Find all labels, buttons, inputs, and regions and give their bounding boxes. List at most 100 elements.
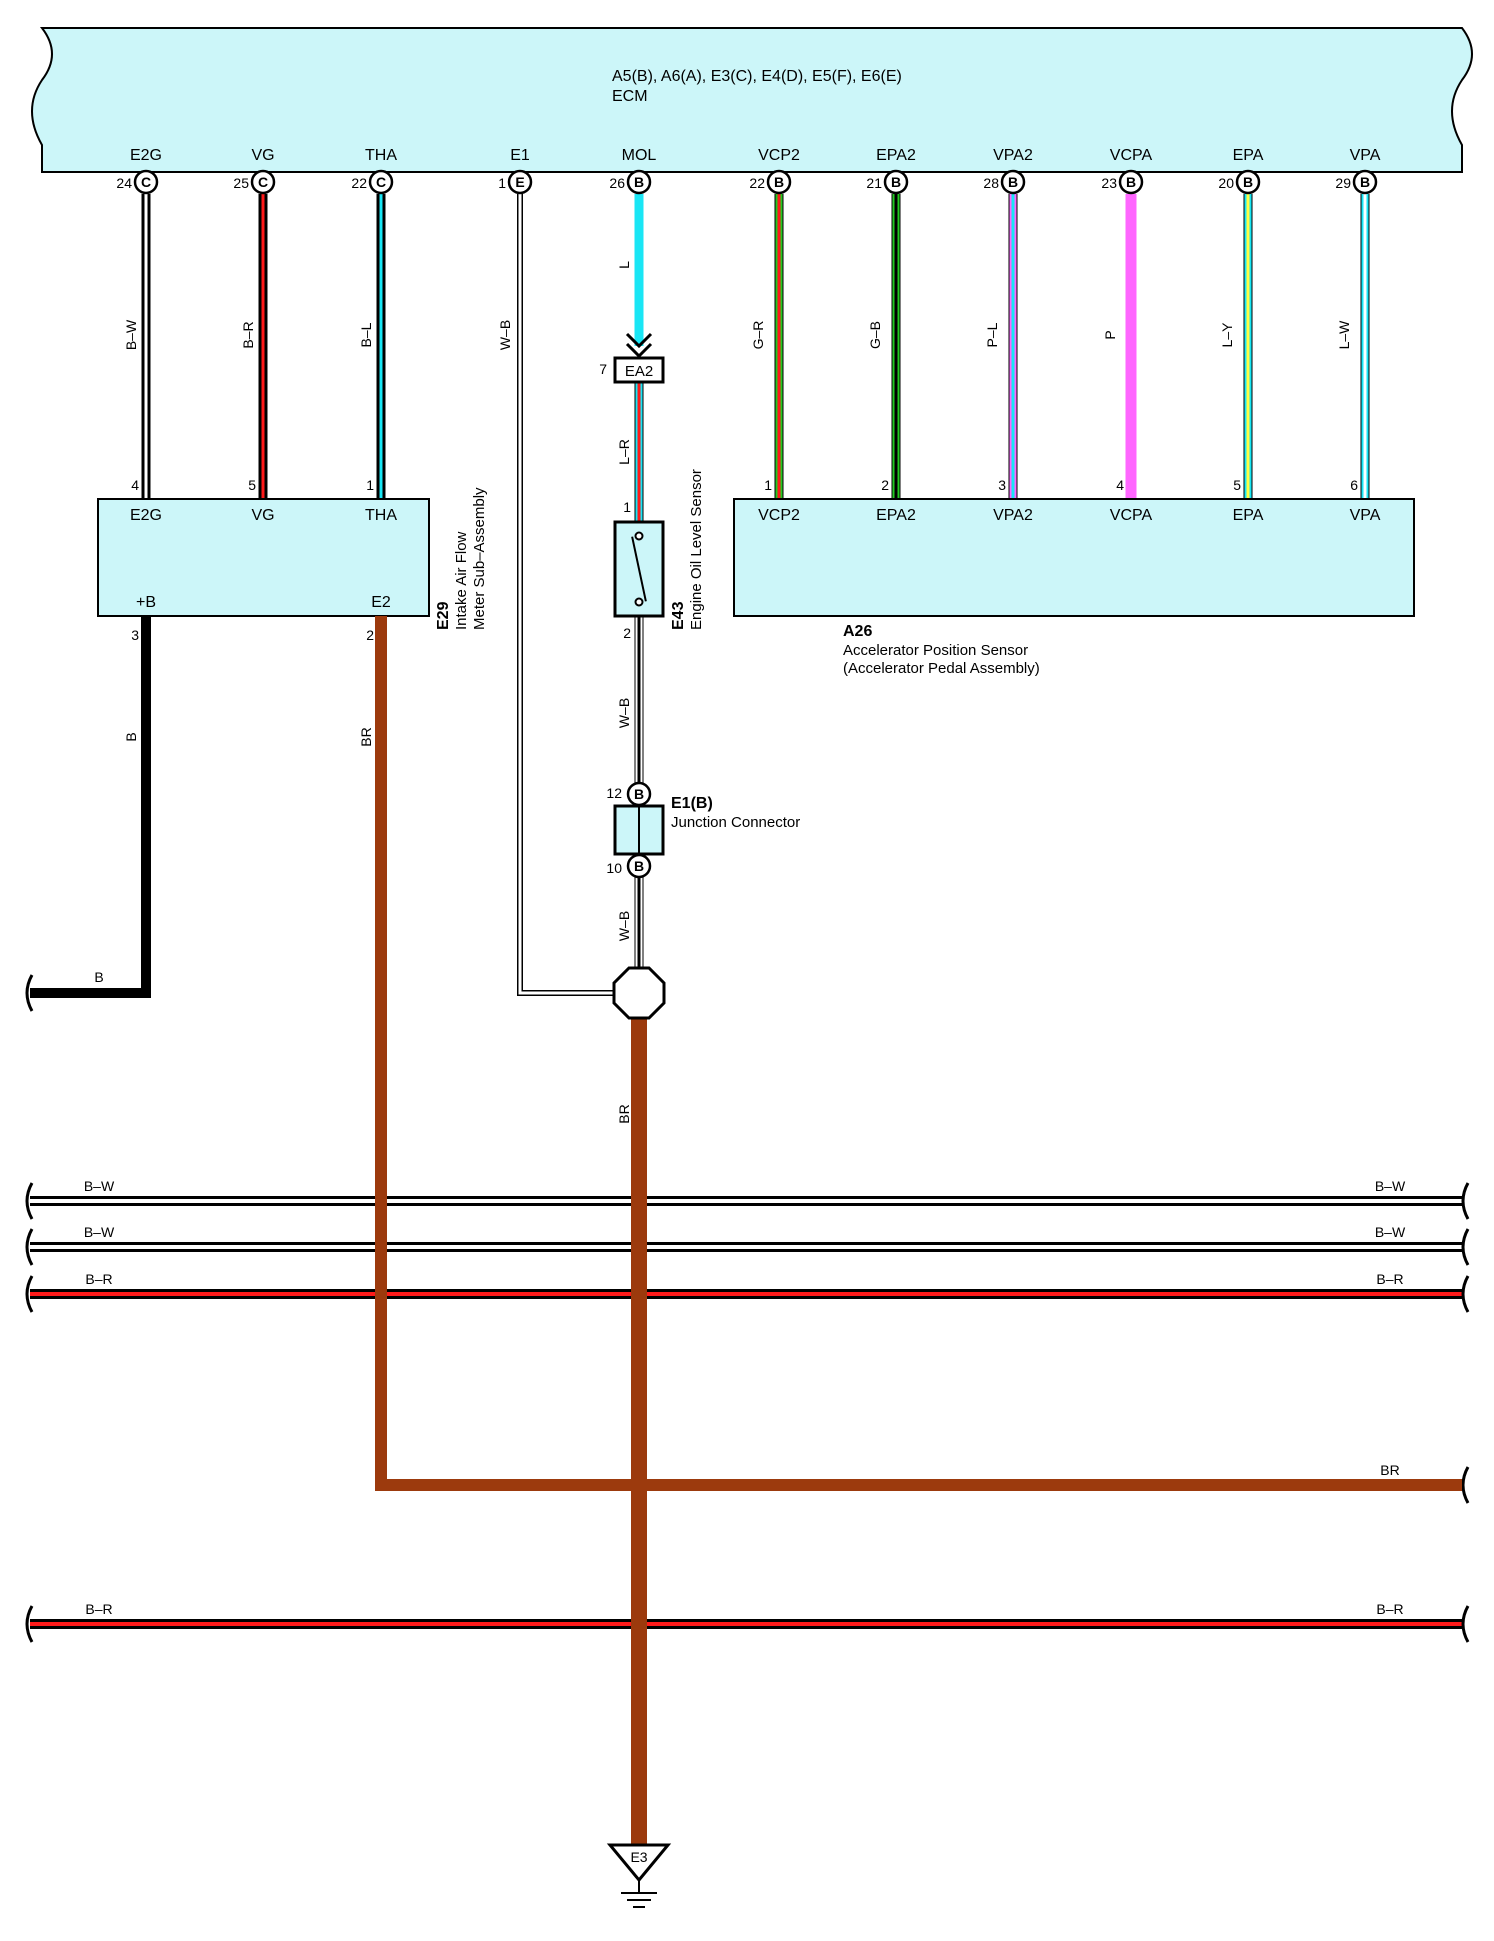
passthrough-0-label-right: B–W <box>1375 1178 1406 1194</box>
passthrough-1-label-left: B–W <box>84 1224 115 1240</box>
a26-pin-num-4: 4 <box>1116 477 1124 493</box>
ecm-pin-label-tha: THA <box>365 147 397 164</box>
ecm-title: A5(B), A6(A), E3(C), E4(D), E5(F), E6(E) <box>612 68 902 85</box>
a26-code: A26 <box>843 623 872 640</box>
ecm-pin-label-vpa2: VPA2 <box>993 147 1033 164</box>
ecm-pin-num-epa2: 21 <box>866 175 882 191</box>
e1b-pin-10-circle <box>626 853 652 879</box>
ecm-pin-mol-circle <box>626 169 652 195</box>
a26-pin-label-vcp2: VCP2 <box>758 507 800 524</box>
wire-label-vg: B–R <box>240 321 256 348</box>
ground-e3: E3 <box>606 1843 672 1908</box>
e29-pin-label-e2: E2 <box>371 594 391 611</box>
passthrough-1-break-left <box>25 1228 34 1266</box>
ea2-arrow-2 <box>625 342 653 359</box>
passthrough-2-label-left: B–R <box>85 1271 112 1287</box>
wire-label-e1: W–B <box>497 320 513 350</box>
ecm-pin-label-vpa: VPA <box>1350 147 1381 164</box>
e29-pin-num-2: 2 <box>366 627 374 643</box>
ecm-pin-num-mol: 26 <box>609 175 625 191</box>
ecm-pin-vg-letter: C <box>258 174 268 190</box>
wire-label-tha-group: B–L <box>358 322 374 347</box>
ecm-name: ECM <box>612 88 648 105</box>
e43-switch-arm <box>631 536 647 602</box>
a26-desc-line1: Accelerator Position Sensor <box>843 642 1028 659</box>
wire-label-ea2-lr: L–R <box>616 439 632 465</box>
passthrough-0-break-left <box>25 1182 34 1220</box>
passthrough-3-break-right <box>1461 1466 1470 1504</box>
a26-pin-num-2: 2 <box>881 477 889 493</box>
e29-pin-label-vg: VG <box>251 507 274 524</box>
e1b-pin-num-bottom: 10 <box>606 860 622 876</box>
passthrough-4-label-left: B–R <box>85 1601 112 1617</box>
a26-pin-label-epa: EPA <box>1233 507 1264 524</box>
a26-box <box>733 498 1415 617</box>
passthrough-4-label-right: B–R <box>1376 1601 1403 1617</box>
ground-triangle <box>606 1843 672 1883</box>
wire-label-vcpa-group: P <box>1102 330 1118 339</box>
ecm-pin-label-e1: E1 <box>510 147 530 164</box>
e29-pin-label-tha: THA <box>365 507 397 524</box>
ecm-pin-num-vpa2: 28 <box>983 175 999 191</box>
wire-label-vcpa: P <box>1102 330 1118 339</box>
e1b-pin-10-letter: B <box>634 858 644 874</box>
ecm-pin-num-epa: 20 <box>1218 175 1234 191</box>
wire-label-e1b-wb-group: W–B <box>616 911 632 941</box>
wire-label-vcp2: G–R <box>750 321 766 350</box>
ecm-pin-num-vg: 25 <box>233 175 249 191</box>
e1b-pin-num-top: 12 <box>606 785 622 801</box>
wire-label-epa: L–Y <box>1219 322 1235 348</box>
ecm-pin-vpa2-letter: B <box>1008 174 1018 190</box>
wire-e1-outline <box>517 194 614 996</box>
wire-label-e2-br-group: BR <box>358 727 374 746</box>
wire-label-vg-group: B–R <box>240 321 256 348</box>
ecm-pin-tha-letter: C <box>376 174 386 190</box>
e43-switch-contact-bottom <box>634 597 644 607</box>
wire-label-e2-br: BR <box>358 727 374 746</box>
passthrough-1-label-right: B–W <box>1375 1224 1406 1240</box>
a26-pin-label-vpa: VPA <box>1350 507 1381 524</box>
e43-code: E43 <box>670 601 687 630</box>
passthrough-2-break-left <box>25 1275 34 1313</box>
passthrough-2-label-right: B–R <box>1376 1271 1403 1287</box>
ecm-pin-num-vpa: 29 <box>1335 175 1351 191</box>
ecm-pin-label-epa2: EPA2 <box>876 147 916 164</box>
a26-pin-label-vcpa: VCPA <box>1110 507 1153 524</box>
ecm-pin-label-vcp2: VCP2 <box>758 147 800 164</box>
wire-label-mol-group: L <box>616 261 632 269</box>
wire-label-bottom-b: B <box>94 969 103 985</box>
ecm-pin-mol-letter: B <box>634 174 644 190</box>
e29-pin-label-e2g: E2G <box>130 507 162 524</box>
wire-label-vpa2: P–L <box>984 322 1000 347</box>
a26-pin-num-3: 3 <box>998 477 1006 493</box>
ecm-pin-e2g-letter: C <box>141 174 151 190</box>
ecm-pin-e2g-circle <box>133 169 159 195</box>
wire-label-epa2: G–B <box>867 321 883 349</box>
e29-pin-num-5: 5 <box>248 477 256 493</box>
ecm-pin-vcp2-circle <box>766 169 792 195</box>
a26-pin-num-5: 5 <box>1233 477 1241 493</box>
ecm-pin-label-vcpa: VCPA <box>1110 147 1153 164</box>
a26-desc-line2: (Accelerator Pedal Assembly) <box>843 660 1040 677</box>
splice-point <box>612 966 666 1020</box>
passthrough-4-break-left <box>25 1605 34 1643</box>
e1b-pin-markers: BB <box>626 781 652 879</box>
wire-label-ea2-lr-group: L–R <box>616 439 632 465</box>
ea2-pin-num: 7 <box>599 361 607 377</box>
e43-pin-num-bottom: 2 <box>623 625 631 641</box>
wire-label-e43-wb: W–B <box>616 698 632 728</box>
e29-pin-num-3: 3 <box>131 627 139 643</box>
ecm-block: A5(B), A6(A), E3(C), E4(D), E5(F), E6(E)… <box>31 27 1473 173</box>
ecm-pin-num-vcpa: 23 <box>1101 175 1117 191</box>
ecm-pin-epa-letter: B <box>1243 174 1253 190</box>
a26-pin-num-6: 6 <box>1350 477 1358 493</box>
passthrough-0-label-left: B–W <box>84 1178 115 1194</box>
passthrough-1-break-right <box>1461 1228 1470 1266</box>
ecm-pin-epa2-letter: B <box>891 174 901 190</box>
ea2-box <box>613 356 665 384</box>
a26-pin-num-1: 1 <box>764 477 772 493</box>
ecm-outline <box>31 27 1473 173</box>
